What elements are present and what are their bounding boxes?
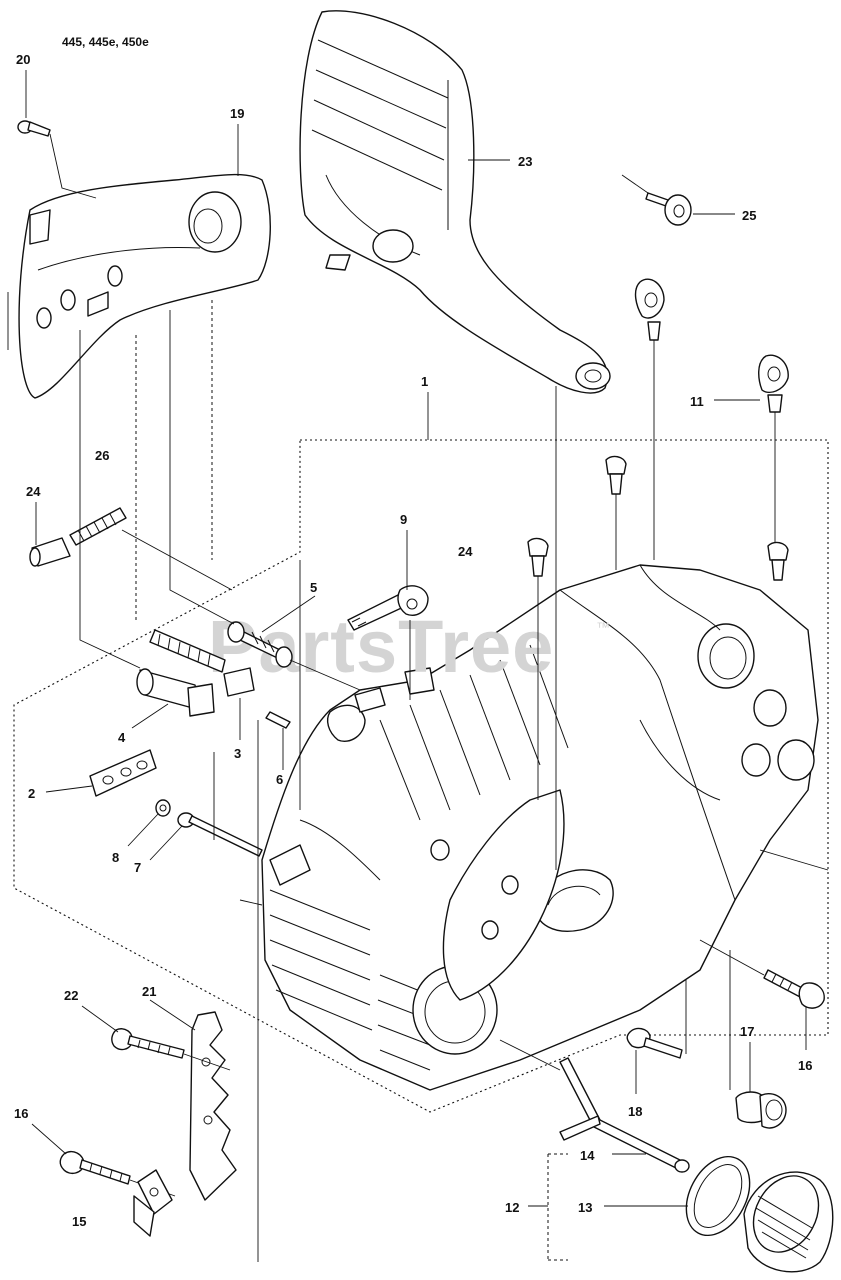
callout-20: 20 [16,52,30,67]
guide-25 [621,174,649,194]
callout-22: 22 [64,988,78,1003]
screw-18 [626,1027,683,1059]
callout-24-text: 24 [26,484,41,499]
screw-16-right [763,969,825,1009]
guide-cover-2 [169,310,235,625]
callout-16-right: 16 [798,1058,812,1073]
guide-5 [289,659,361,691]
guide-22 [183,1053,231,1071]
callout-12: 12 [505,1200,519,1215]
screw-16-left [59,1150,131,1185]
screw-7 [177,812,263,857]
oil-cap-12 [743,1171,834,1273]
callout-6: 6 [276,772,283,787]
assembly-boundary [13,439,829,1113]
callout-14: 14 [580,1148,595,1163]
watermark-trademark: ™ [596,619,610,635]
callout-2: 2 [28,786,35,801]
guide-14 [499,1039,561,1071]
screw-22 [111,1028,185,1059]
spring-26 [69,507,127,546]
oring-13 [685,1155,751,1237]
guide-left-main [239,899,263,906]
callout-23: 23 [518,154,532,169]
screw-25 [645,192,692,226]
guide-20 [49,133,97,199]
leader-21 [149,999,196,1031]
guide-26 [121,529,233,591]
sleeve-24 [29,537,71,567]
guide-cover-1 [79,330,141,669]
callout-18: 18 [628,1104,642,1119]
fitting-11 [758,354,789,413]
block-3 [223,667,255,697]
callout-15: 15 [72,1214,86,1229]
callout-25: 25 [742,208,756,223]
callout-4: 4 [118,730,126,745]
callout-5: 5 [310,580,317,595]
callout-16-left: 16 [14,1106,28,1121]
callout-17: 17 [740,1024,754,1039]
callout-13: 13 [578,1200,592,1215]
leader-5 [261,595,316,633]
washer-8 [155,799,171,817]
oil-tube-14 [559,1057,690,1173]
leader-8 [127,813,159,847]
callout-11: 11 [690,394,704,409]
guide-right-main [759,849,829,871]
callout-26: 26 [95,448,109,463]
callout-8: 8 [112,850,119,865]
plate-2 [89,749,157,797]
bumper-spike-21 [189,1011,237,1201]
chain-brake-cover [18,173,271,399]
screw-20 [17,120,51,137]
callout-7: 7 [134,860,141,875]
pin-6 [265,711,291,729]
callout-3: 3 [234,746,241,761]
leader-2 [45,785,93,793]
leader-16-left [31,1123,67,1155]
guide-16-right [699,939,765,976]
callout-1: 1 [421,374,428,389]
fitting-upper [634,278,665,341]
leader-7 [149,825,183,861]
callout-19: 19 [230,106,244,121]
callout-10: 24 [458,544,473,559]
stud-bolts [527,455,789,581]
plunger-4 [136,668,215,717]
front-handle-guard [299,10,611,394]
bracket-12-13 [547,1153,568,1261]
leader-22 [81,1005,119,1033]
spring-5 [227,621,293,668]
pivot-pin-9 [347,585,429,631]
model-header: 445, 445e, 450e [62,35,149,49]
callout-21: 21 [142,984,156,999]
brake-rod [149,629,226,673]
callout-9: 9 [400,512,407,527]
leader-4 [131,703,169,729]
plug-17 [735,1091,787,1129]
crankcase [261,564,819,1091]
bracket-15 [133,1169,173,1237]
